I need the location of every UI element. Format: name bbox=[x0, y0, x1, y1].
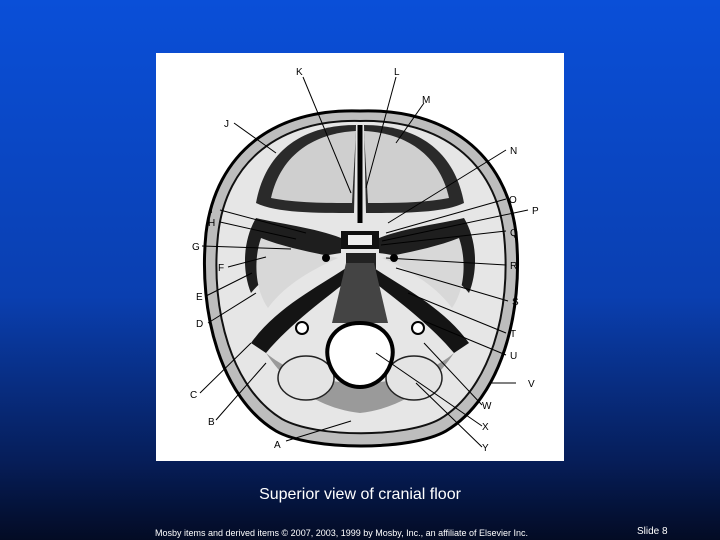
label-q: Q bbox=[510, 228, 518, 239]
label-a: A bbox=[274, 440, 281, 451]
label-d: D bbox=[196, 319, 203, 330]
figure-labels: A B C D E F G H I J K L M N O P Q R S T … bbox=[190, 67, 539, 454]
figure-caption: Superior view of cranial floor bbox=[259, 486, 461, 503]
label-t: T bbox=[510, 329, 516, 340]
label-l: L bbox=[394, 67, 400, 78]
copyright-footer: Mosby items and derived items © 2007, 20… bbox=[155, 528, 528, 538]
label-u: U bbox=[510, 351, 517, 362]
label-h: H bbox=[208, 218, 215, 229]
label-o: O bbox=[509, 195, 517, 206]
label-m: M bbox=[422, 95, 430, 106]
label-w: W bbox=[482, 401, 492, 412]
slide-number: Slide 8 bbox=[637, 526, 668, 537]
label-b: B bbox=[208, 417, 215, 428]
label-j: J bbox=[224, 119, 229, 130]
label-i: I bbox=[210, 205, 213, 216]
leader-lines bbox=[199, 76, 529, 448]
label-p: P bbox=[532, 206, 539, 217]
label-x: X bbox=[482, 422, 489, 433]
label-f: F bbox=[218, 263, 224, 274]
label-n: N bbox=[510, 146, 517, 157]
label-s: S bbox=[512, 297, 519, 308]
cranial-floor-figure: A B C D E F G H I J K L M N O P Q R S T … bbox=[156, 53, 564, 461]
label-y: Y bbox=[482, 443, 489, 454]
cranial-floor-illustration: A B C D E F G H I J K L M N O P Q R S T … bbox=[190, 67, 539, 454]
label-k: K bbox=[296, 67, 303, 78]
label-v: V bbox=[528, 379, 535, 390]
label-r: R bbox=[510, 261, 517, 272]
label-g: G bbox=[192, 242, 200, 253]
label-e: E bbox=[196, 292, 203, 303]
label-c: C bbox=[190, 390, 197, 401]
